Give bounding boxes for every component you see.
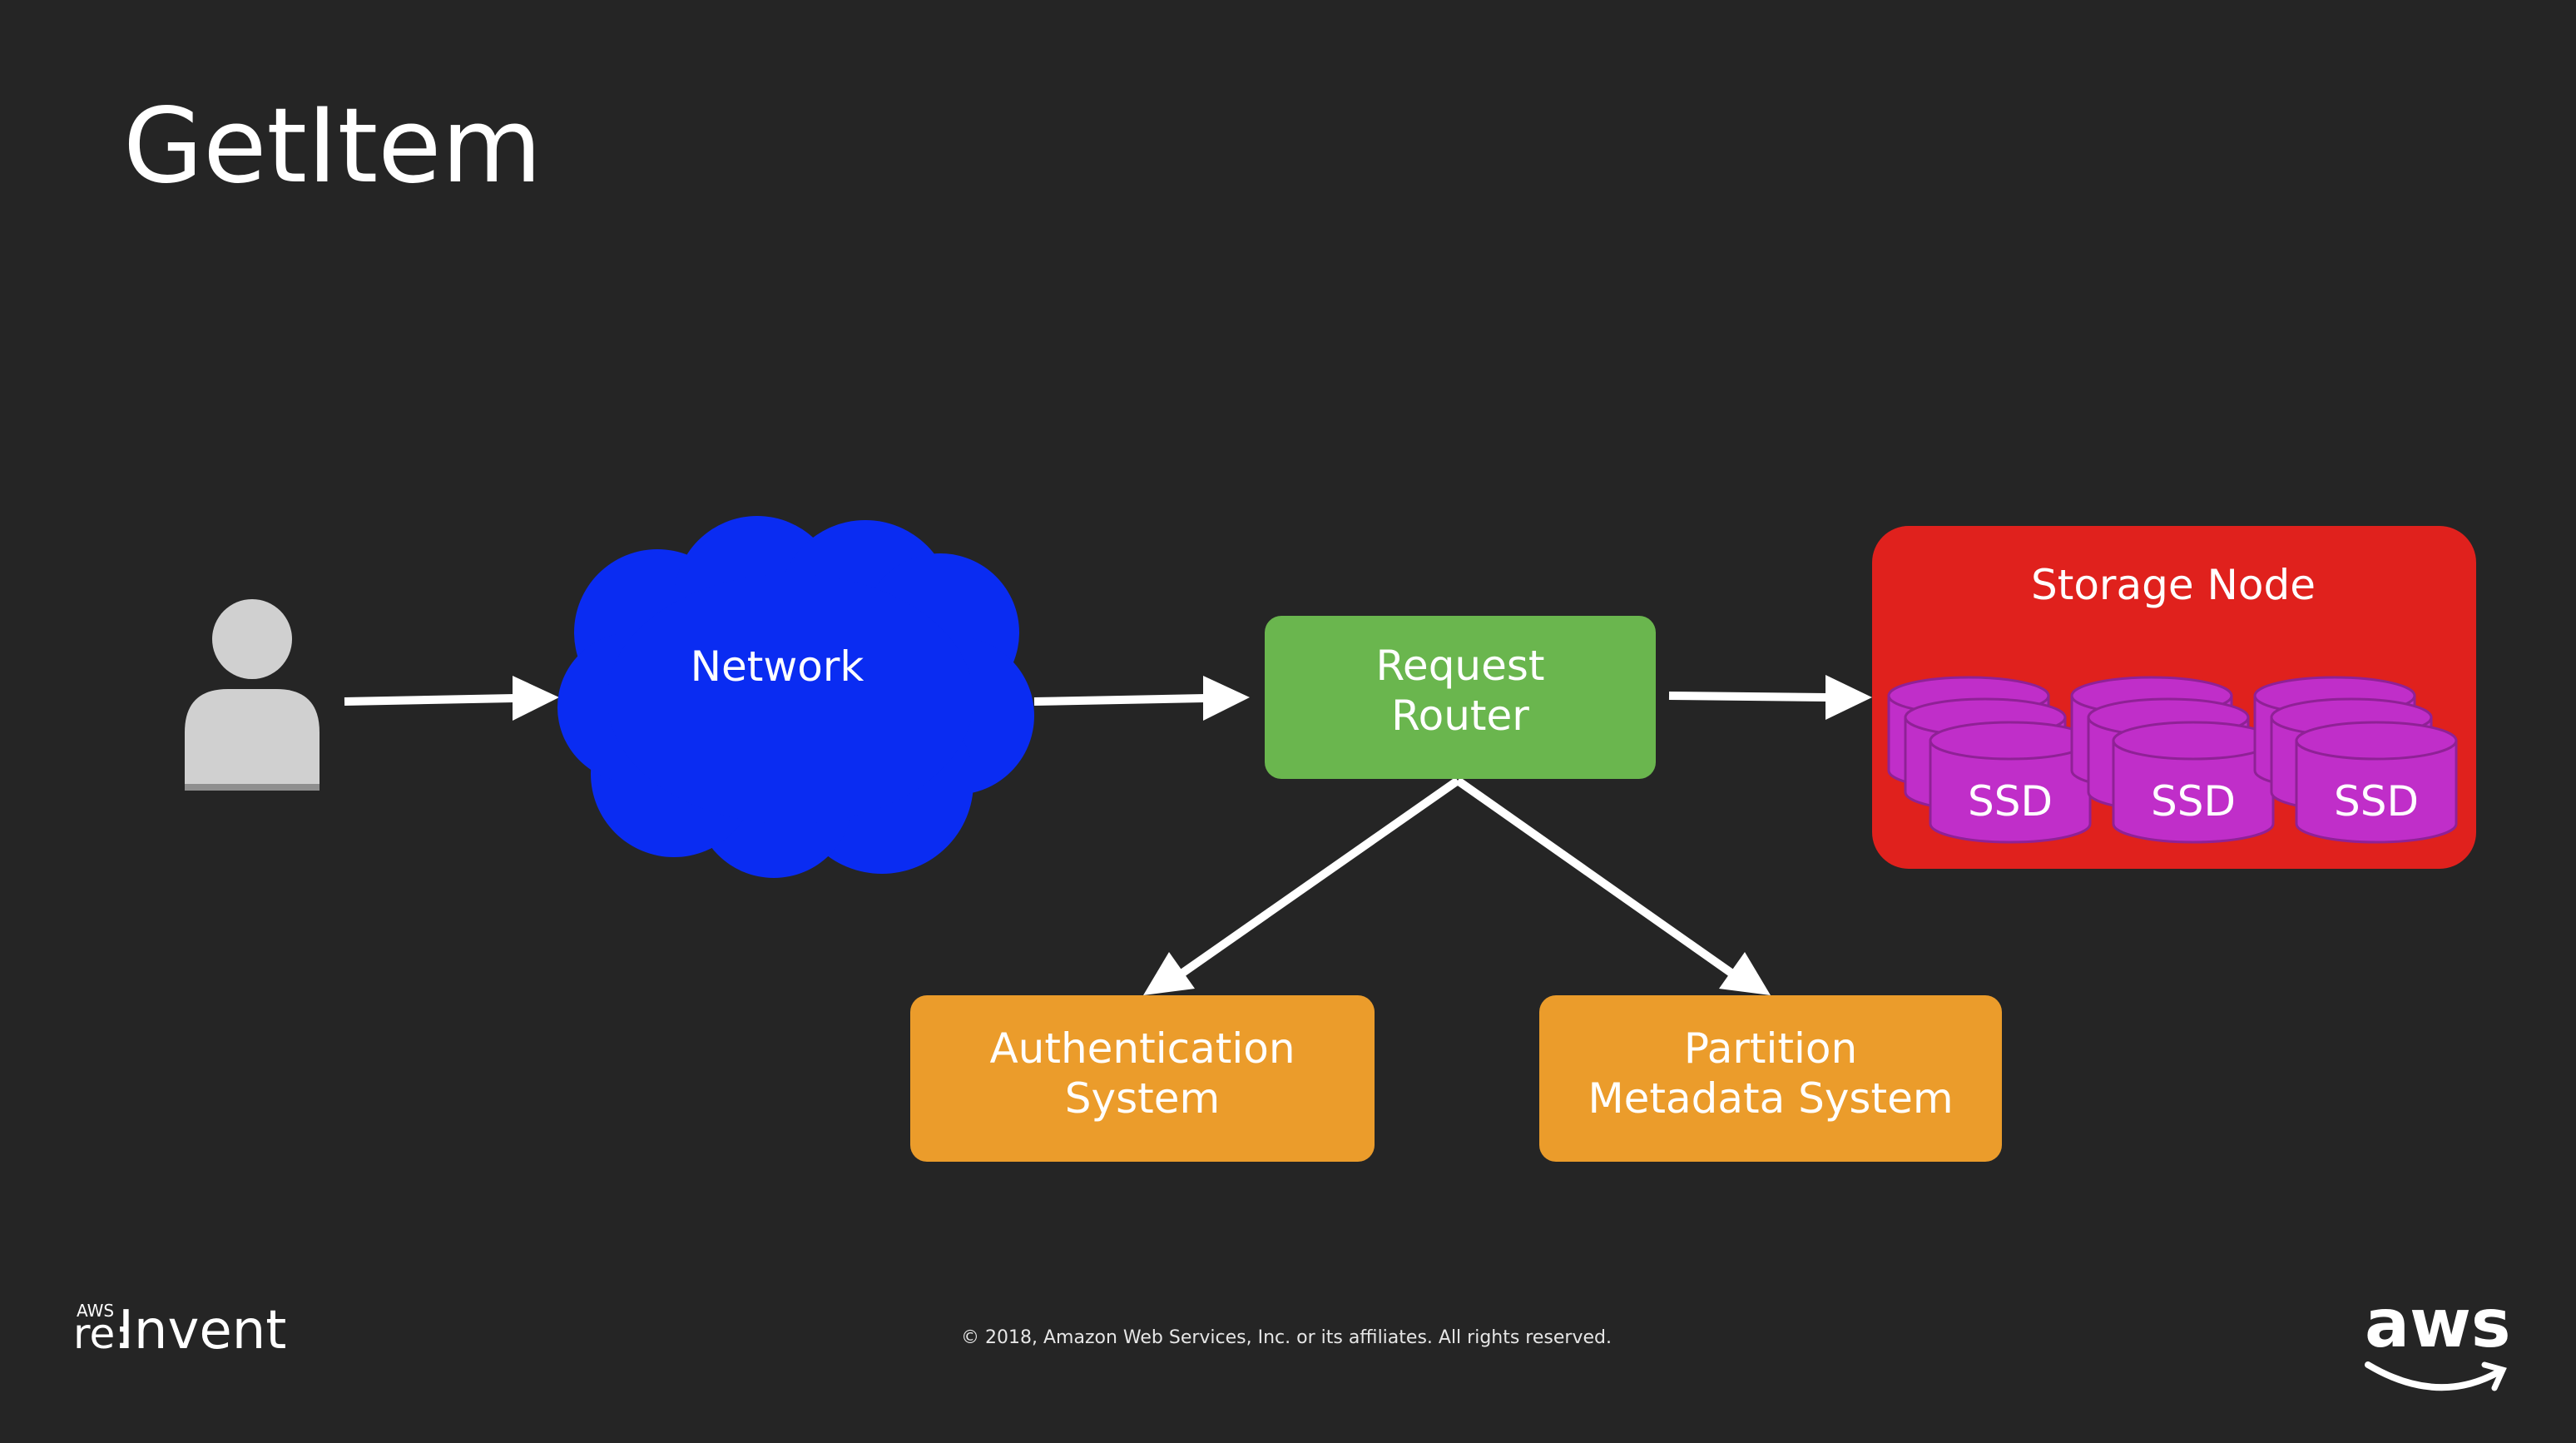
aws-smile-icon (2365, 1361, 2503, 1391)
database-icon (2070, 676, 2275, 844)
authentication-label-line2: System (1065, 1074, 1220, 1123)
database-icon (2253, 676, 2458, 844)
aws-logo: aws (2365, 1285, 2511, 1391)
reinvent-logo-re: re: (73, 1310, 129, 1358)
authentication-system-box: Authentication System (910, 995, 1375, 1162)
edge-network-router (1033, 676, 1250, 721)
edge-router-partition (1455, 776, 1771, 995)
slide-title: GetItem (123, 87, 542, 206)
ssd-label: SSD (1968, 777, 2053, 826)
reinvent-logo-small: AWS (77, 1301, 114, 1321)
storage-node-label: Storage Node (2031, 561, 2316, 609)
cloud-icon (557, 516, 1034, 878)
database-icon (1887, 676, 2092, 844)
network-label: Network (691, 642, 864, 691)
ssd-stack-1: SSD (1887, 676, 2092, 844)
reinvent-logo-main: Invent (118, 1300, 286, 1361)
request-router-label-line2: Router (1391, 692, 1529, 740)
request-router-box: Request Router (1265, 616, 1656, 779)
partition-metadata-label-line1: Partition (1684, 1024, 1857, 1073)
edge-router-authentication (1143, 776, 1460, 995)
ssd-group: SSD SSD SSD (1887, 676, 2458, 844)
request-router-label-line1: Request (1375, 642, 1544, 690)
partition-metadata-label-line2: Metadata System (1588, 1074, 1953, 1123)
aws-logo-text: aws (2365, 1285, 2511, 1362)
copyright-text: © 2018, Amazon Web Services, Inc. or its… (961, 1327, 1612, 1348)
ssd-stack-2: SSD (2070, 676, 2275, 844)
user-icon (185, 599, 320, 791)
authentication-label-line1: Authentication (989, 1024, 1295, 1073)
ssd-stack-3: SSD (2253, 676, 2458, 844)
ssd-label: SSD (2151, 777, 2236, 826)
ssd-label: SSD (2334, 777, 2419, 826)
edge-user-network (344, 676, 559, 721)
network-cloud: Network (557, 516, 1034, 878)
storage-node-box: Storage Node SSD SSD SSD (1872, 526, 2476, 869)
reinvent-logo: AWS re: Invent (73, 1300, 286, 1361)
edge-router-storage (1668, 675, 1872, 720)
partition-metadata-system-box: Partition Metadata System (1539, 995, 2002, 1162)
